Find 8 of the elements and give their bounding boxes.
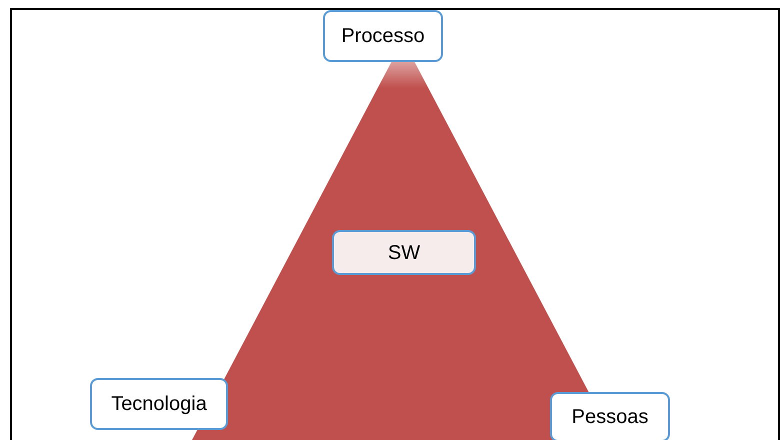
label-box	[90, 378, 228, 430]
label-box	[332, 230, 476, 275]
label-box	[323, 10, 443, 62]
box-label: Pessoas	[572, 405, 648, 430]
box-label: Processo	[341, 24, 425, 49]
box-label: SW	[388, 240, 420, 266]
box-label: Tecnologia	[111, 392, 207, 417]
label-box	[550, 392, 670, 440]
